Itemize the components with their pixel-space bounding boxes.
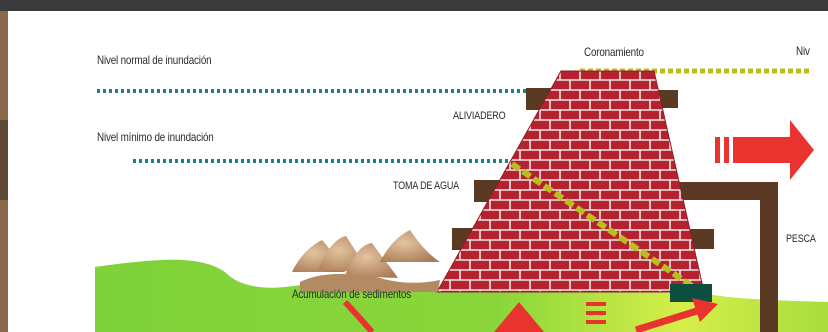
spillway-label: ALIVIADERO xyxy=(453,110,506,122)
water-intake-label: TOMA DE AGUA xyxy=(393,180,460,192)
up-arrow xyxy=(494,302,544,332)
right-short-pipe xyxy=(688,229,714,249)
normal-flood-level-label: Nivel normal de inundación xyxy=(97,53,212,67)
outlet-arrow xyxy=(634,298,718,332)
max-level-label: Niv xyxy=(796,44,810,58)
min-flood-level-label: Nivel mínimo de inundación xyxy=(97,130,214,144)
fishing-label: PESCA xyxy=(786,233,816,245)
left-photo-strip-shade xyxy=(0,120,8,200)
crest-label: Coronamiento xyxy=(584,45,644,59)
ground xyxy=(95,259,828,332)
outflow-arrow xyxy=(715,120,814,180)
bars-icon xyxy=(586,302,606,324)
sediment-flow-arrow xyxy=(342,299,375,332)
sediment-rocks xyxy=(292,230,440,292)
top-border xyxy=(0,0,828,11)
outlet-gate xyxy=(670,284,712,302)
sediment-label: Acumulación de sedimentos xyxy=(292,287,411,301)
intake-pipe-through-dam xyxy=(510,161,694,289)
